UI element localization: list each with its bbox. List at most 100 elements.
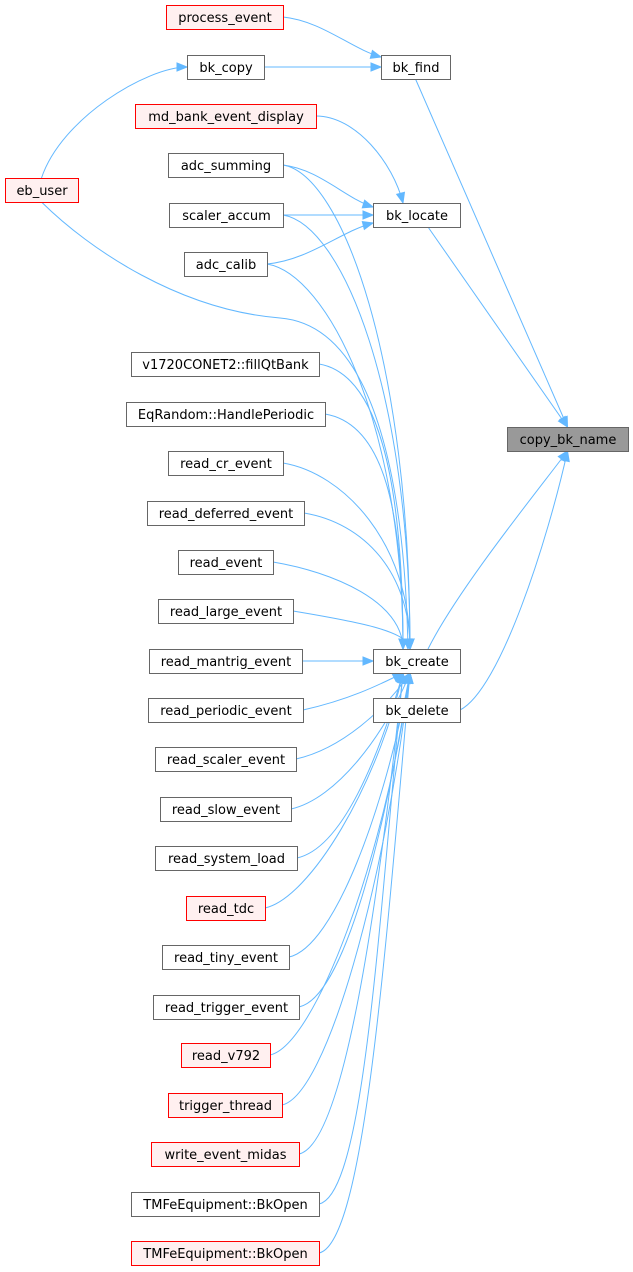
edge-bk-copy-to-bk-find [264, 62, 383, 72]
node-box [187, 55, 265, 80]
edge-v1720-to-bk-create [318, 363, 408, 651]
node-eb-user[interactable]: eb_user [5, 178, 79, 203]
node-process-event[interactable]: process_event [166, 5, 284, 30]
node-box [149, 649, 303, 674]
node-label: process_event [178, 11, 271, 26]
node-box [153, 995, 300, 1020]
node-label: read_large_event [170, 605, 282, 620]
node-read-deferred-event[interactable]: read_deferred_event [147, 501, 305, 526]
edge-arrowhead [397, 671, 407, 684]
edge-bk-create-to-copy-bk-name [427, 449, 569, 650]
edge-line [318, 672, 404, 1205]
node-label: write_event_midas [165, 1148, 287, 1163]
node-label: adc_calib [196, 258, 256, 273]
node-read-system-load[interactable]: read_system_load [155, 846, 298, 871]
node-box [507, 427, 629, 452]
edge-line [282, 164, 374, 208]
node-read-scaler-event[interactable]: read_scaler_event [155, 747, 297, 772]
edge-line [288, 672, 411, 958]
node-box [168, 153, 284, 178]
node-label: v1720CONET2::fillQtBank [142, 358, 309, 373]
node-label: scaler_accum [182, 209, 271, 224]
node-read-event[interactable]: read_event [178, 550, 274, 575]
node-box [373, 698, 461, 723]
node-box [131, 1241, 320, 1266]
node-box [135, 104, 317, 129]
edge-arrowhead [369, 49, 383, 59]
edge-line [415, 78, 568, 428]
node-label: read_tiny_event [174, 951, 278, 966]
edge-line [459, 450, 568, 711]
node-read-trigger-event[interactable]: read_trigger_event [153, 995, 300, 1020]
node-read-v792[interactable]: read_v792 [181, 1043, 271, 1068]
node-box [168, 1093, 283, 1118]
node-label: TMFeEquipment::BkOpen [142, 1198, 307, 1213]
node-label: read_periodic_event [160, 704, 291, 719]
edge-arrowhead [557, 415, 569, 429]
edge-line [269, 672, 411, 1056]
node-scaler-accum[interactable]: scaler_accum [169, 203, 284, 228]
node-v1720[interactable]: v1720CONET2::fillQtBank [131, 352, 320, 377]
node-box [151, 1142, 300, 1167]
edge-arrowhead [361, 221, 375, 231]
edge-line [427, 226, 568, 428]
edge-arrowhead [395, 191, 406, 205]
node-write-event-midas[interactable]: write_event_midas [151, 1142, 300, 1167]
edge-eb-user-to-bk-copy [41, 62, 189, 179]
edge-arrowhead [405, 638, 415, 651]
edge-tmfe-bkopen-2-to-bk-create [318, 671, 414, 1254]
node-read-cr-event[interactable]: read_cr_event [168, 451, 284, 476]
node-label: eb_user [16, 184, 68, 199]
node-label: read_trigger_event [165, 1001, 288, 1016]
edge-line [292, 610, 411, 650]
edge-line [282, 462, 411, 650]
node-box [158, 599, 294, 624]
node-bk-find[interactable]: bk_find [381, 55, 451, 80]
node-adc-summing[interactable]: adc_summing [168, 153, 284, 178]
edge-arrowhead [361, 199, 375, 209]
node-box [373, 203, 461, 228]
edge-arrowhead [362, 656, 375, 666]
node-read-periodic-event[interactable]: read_periodic_event [148, 698, 304, 723]
node-box [155, 846, 298, 871]
node-read-mantrig-event[interactable]: read_mantrig_event [149, 649, 303, 674]
edge-line [324, 413, 404, 650]
node-read-tdc[interactable]: read_tdc [186, 896, 266, 921]
node-bk-copy[interactable]: bk_copy [187, 55, 265, 80]
node-tmfe-bkopen-2[interactable]: TMFeEquipment::BkOpen [131, 1241, 320, 1266]
edge-arrowhead [176, 62, 189, 72]
node-copy-bk-name[interactable]: copy_bk_name [507, 427, 629, 452]
edge-line [290, 672, 411, 810]
node-read-tiny-event[interactable]: read_tiny_event [162, 945, 290, 970]
edge-scaler-accum-to-bk-locate [283, 210, 375, 220]
edges-layer [41, 16, 570, 1254]
node-box [5, 178, 79, 203]
node-md-bank-event-display[interactable]: md_bank_event_display [135, 104, 317, 129]
edge-line [41, 66, 188, 179]
edge-line [282, 164, 411, 650]
node-label: read_cr_event [180, 457, 272, 472]
node-box [147, 501, 305, 526]
node-box [181, 1043, 271, 1068]
edge-line [266, 222, 374, 265]
node-bk-create[interactable]: bk_create [373, 649, 461, 674]
edge-line [303, 512, 411, 650]
node-trigger-thread[interactable]: trigger_thread [168, 1093, 283, 1118]
node-label: bk_locate [386, 209, 448, 224]
node-read-large-event[interactable]: read_large_event [158, 599, 294, 624]
node-bk-delete[interactable]: bk_delete [373, 698, 461, 723]
edge-line [298, 672, 411, 1008]
edge-line [281, 672, 411, 1106]
node-label: EqRandom::HandlePeriodic [138, 408, 314, 423]
node-label: read_system_load [168, 852, 285, 867]
node-bk-locate[interactable]: bk_locate [373, 203, 461, 228]
node-adc-calib[interactable]: adc_calib [184, 252, 268, 277]
node-eqrandom[interactable]: EqRandom::HandlePeriodic [126, 402, 326, 427]
node-tmfe-bkopen-1[interactable]: TMFeEquipment::BkOpen [131, 1192, 320, 1217]
edge-line [282, 16, 382, 58]
edge-bk-locate-to-copy-bk-name [427, 226, 569, 429]
node-label: read_event [190, 556, 263, 571]
edge-line [427, 450, 568, 650]
node-read-slow-event[interactable]: read_slow_event [160, 797, 292, 822]
